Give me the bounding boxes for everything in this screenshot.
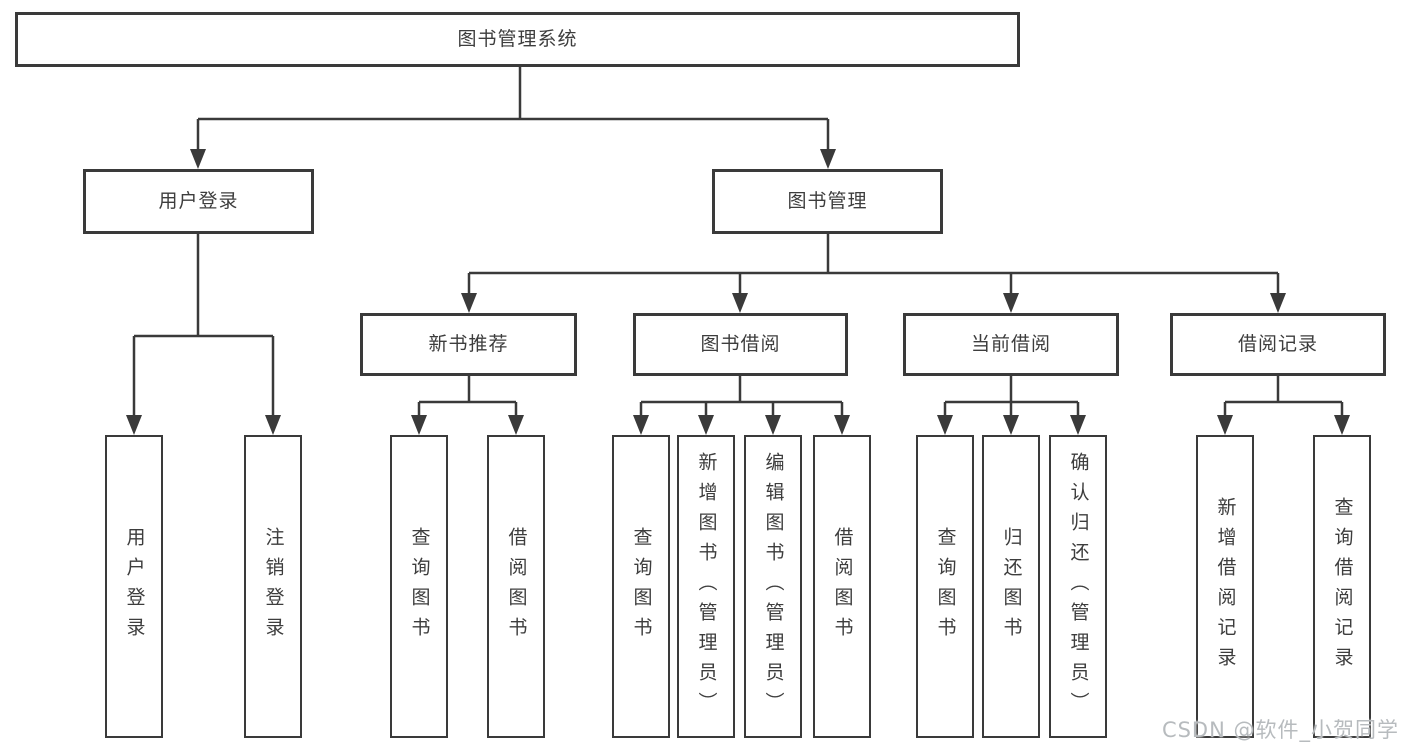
leaf-return-books: 归还图书: [982, 435, 1040, 738]
leaf-add-books-admin: 新增图书（管理员）: [677, 435, 735, 738]
node-label: 借阅记录: [1237, 333, 1318, 355]
node-label: 查询图书: [408, 526, 431, 647]
csdn-watermark: CSDN @软件_小贺同学: [1161, 718, 1399, 742]
leaf-borrow-books: 借阅图书: [813, 435, 871, 738]
node-borrowing-records: 借阅记录: [1170, 313, 1386, 376]
node-label: 新书推荐: [428, 333, 509, 355]
node-user-login: 用户登录: [83, 169, 314, 234]
node-label: 新增借阅记录: [1214, 496, 1237, 677]
leaf-query-books-borrowing: 查询图书: [612, 435, 670, 738]
node-library-management-system: 图书管理系统: [15, 12, 1020, 67]
node-label: 借阅图书: [505, 526, 528, 647]
node-label: 新增图书（管理员）: [695, 451, 718, 722]
arrowheads: [126, 149, 1350, 435]
leaf-query-borrow-record: 查询借阅记录: [1313, 435, 1371, 738]
node-label: 图书借阅: [700, 333, 781, 355]
node-label: 用户登录: [158, 190, 239, 212]
node-label: 用户登录: [123, 526, 146, 647]
node-label: 当前借阅: [970, 333, 1051, 355]
leaf-user-login: 用户登录: [105, 435, 163, 738]
node-label: 图书管理: [787, 190, 868, 212]
node-label: 借阅图书: [831, 526, 854, 647]
node-label: 确认归还（管理员）: [1067, 451, 1090, 722]
node-book-borrowing: 图书借阅: [633, 313, 848, 376]
node-current-borrowing: 当前借阅: [903, 313, 1119, 376]
leaf-logout: 注销登录: [244, 435, 302, 738]
node-label: 图书管理系统: [457, 28, 578, 50]
node-label: 注销登录: [262, 526, 285, 647]
leaf-add-borrow-record: 新增借阅记录: [1196, 435, 1254, 738]
node-label: 编辑图书（管理员）: [762, 451, 785, 722]
node-label: 查询图书: [934, 526, 957, 647]
node-new-book-recommend: 新书推荐: [360, 313, 577, 376]
node-label: 查询借阅记录: [1331, 496, 1354, 677]
leaf-query-books-recommend: 查询图书: [390, 435, 448, 738]
leaf-confirm-return-admin: 确认归还（管理员）: [1049, 435, 1107, 738]
leaf-borrow-books-recommend: 借阅图书: [487, 435, 545, 738]
node-label: 查询图书: [630, 526, 653, 647]
leaf-query-books-current: 查询图书: [916, 435, 974, 738]
node-book-management: 图书管理: [712, 169, 943, 234]
leaf-edit-books-admin: 编辑图书（管理员）: [744, 435, 802, 738]
node-label: 归还图书: [1000, 526, 1023, 647]
